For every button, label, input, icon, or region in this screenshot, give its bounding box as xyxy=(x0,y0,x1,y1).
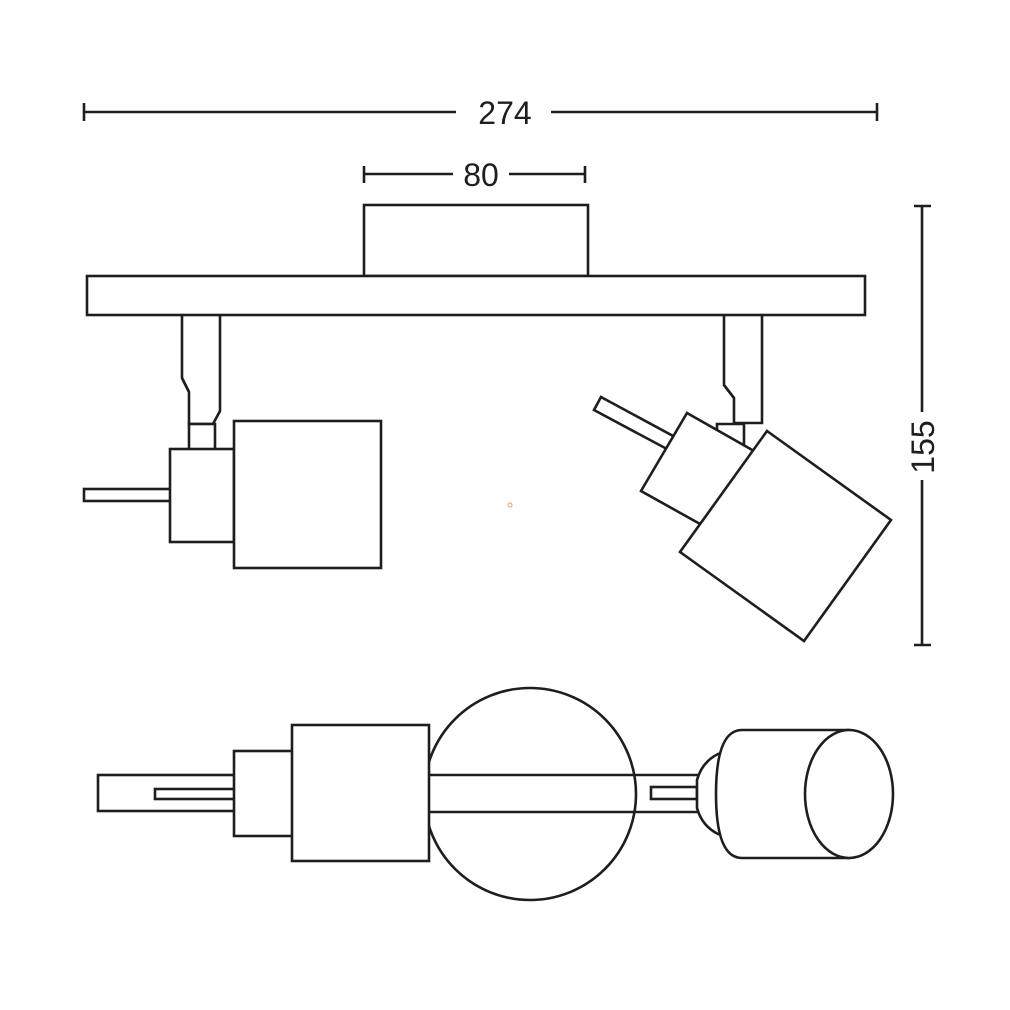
right-spotlight xyxy=(592,316,893,643)
top-view xyxy=(96,686,895,902)
left-spotlight-pin xyxy=(82,487,173,503)
left-spotlight-shade xyxy=(232,419,383,570)
dimension-overall-width-label: 274 xyxy=(478,95,531,131)
top-left-spotlight xyxy=(96,723,431,863)
dimension-overall-height: 155 xyxy=(905,204,941,647)
top-left-spotlight-shade xyxy=(290,723,431,863)
dimension-overall-height-label: 155 xyxy=(905,420,941,473)
mounting-bar xyxy=(85,274,867,317)
top-right-spotlight-opening xyxy=(803,728,895,860)
top-right-spotlight xyxy=(649,728,895,860)
mounting-base xyxy=(362,203,590,278)
dimension-overall-width: 274 xyxy=(82,95,879,131)
artifact-dot xyxy=(507,502,513,508)
dimension-base-width-label: 80 xyxy=(463,157,499,193)
round-base xyxy=(422,686,638,902)
right-spotlight-shade xyxy=(678,429,893,643)
front-view xyxy=(82,203,893,643)
dimension-base-width: 80 xyxy=(362,157,587,193)
left-spotlight xyxy=(82,316,383,570)
